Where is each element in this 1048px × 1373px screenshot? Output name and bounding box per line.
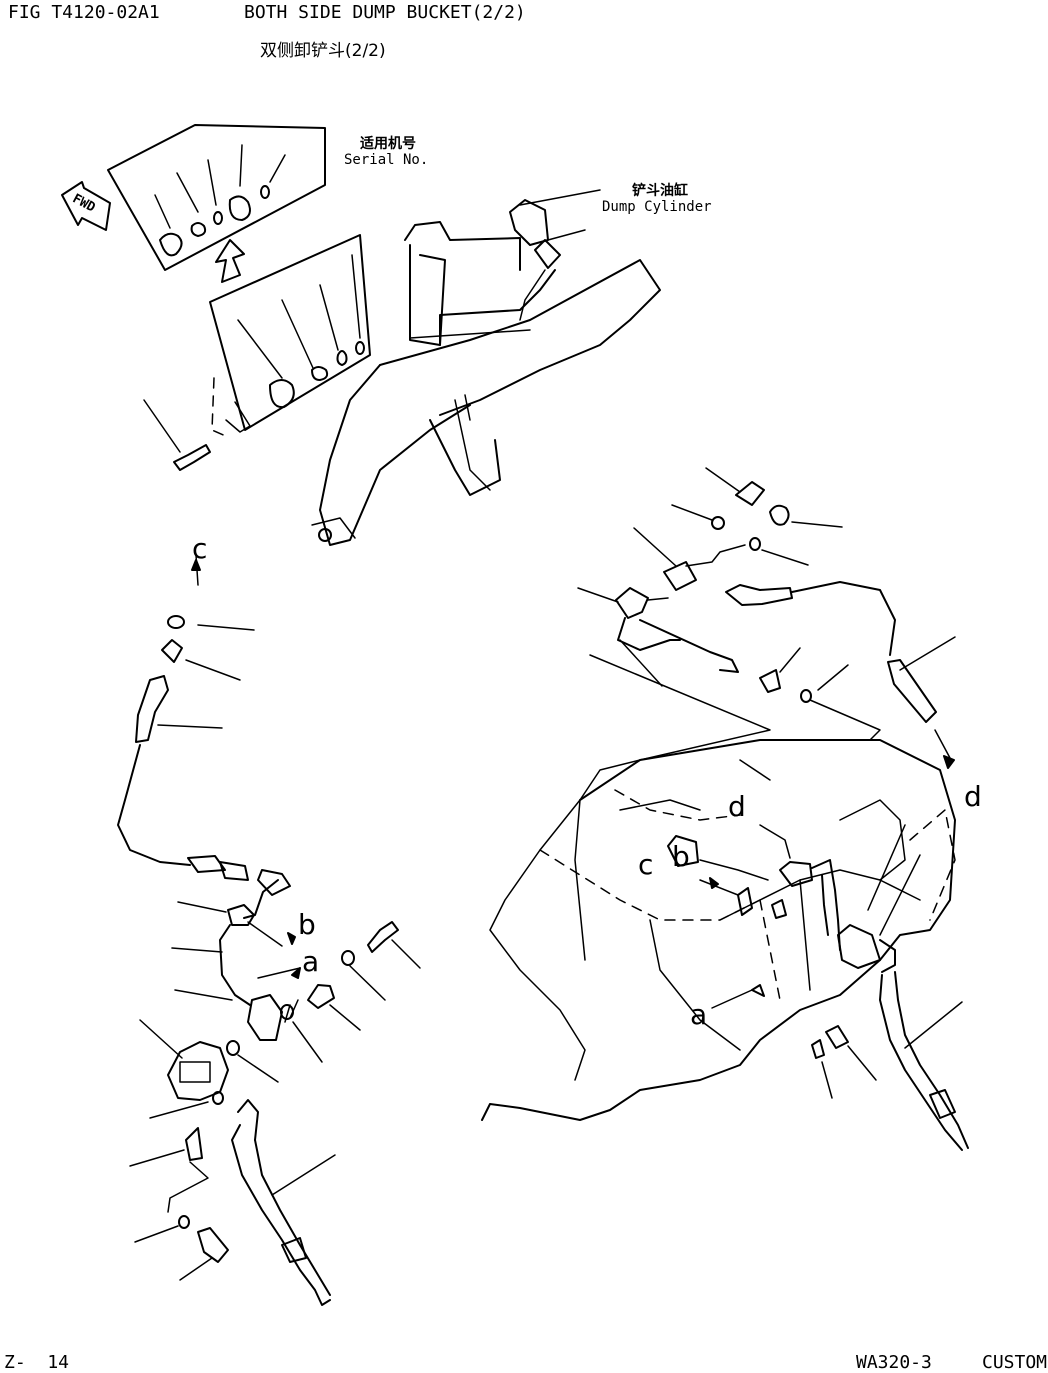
- page-number: Z- 14: [4, 1352, 70, 1373]
- figure-title-cn: 双侧卸铲斗(2/2): [260, 41, 386, 61]
- figure-title-en: BOTH SIDE DUMP BUCKET(2/2): [244, 2, 526, 23]
- serial-label-en: Serial No.: [344, 152, 429, 168]
- connector-c-top: c: [192, 532, 208, 565]
- left-hose-assembly: [117, 554, 421, 1306]
- serial-label-cn: 适用机号: [360, 136, 416, 152]
- connector-d-mid: d: [728, 790, 746, 823]
- connector-b-mid: b: [672, 840, 690, 873]
- right-chassis-assembly: [481, 467, 969, 1151]
- connector-a-left: a: [302, 945, 320, 978]
- upper-bracket-assembly: [61, 124, 371, 471]
- connector-d-right: d: [964, 780, 982, 813]
- cylinder-label-cn: 铲斗油缸: [632, 183, 688, 199]
- cylinder-label-en: Dump Cylinder: [602, 199, 712, 215]
- boom-and-cylinder: [311, 189, 661, 546]
- model-number: WA320-3: [856, 1352, 932, 1373]
- connector-b-left: b: [298, 908, 316, 941]
- figure-id: FIG T4120-02A1: [8, 2, 160, 23]
- custom-tag: CUSTOM: [982, 1352, 1048, 1373]
- connector-a-mid: a: [690, 998, 708, 1031]
- connector-c-mid: c: [638, 848, 654, 881]
